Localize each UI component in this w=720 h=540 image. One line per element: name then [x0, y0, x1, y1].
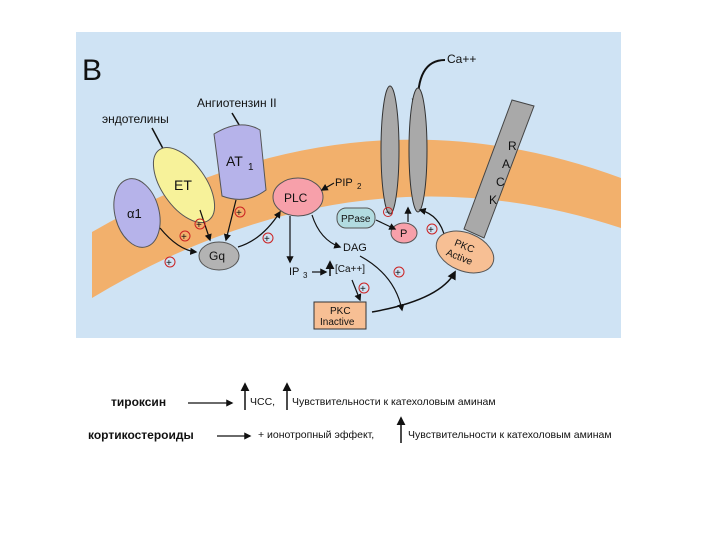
gq-to-plc-arrow [237, 210, 281, 248]
plus-sign-circle-6 [358, 282, 370, 294]
ppase-node [336, 207, 376, 229]
plus-sign-1: + [181, 232, 187, 243]
rack-letter-k: K [489, 193, 497, 207]
p-node [390, 222, 418, 244]
plus-sign-5: + [166, 258, 172, 269]
at1-to-gq-arrow [223, 199, 237, 242]
minus-sign-circle [383, 207, 393, 217]
panel-letter: B [82, 54, 102, 87]
ppase-to-p-arrow [375, 219, 397, 230]
ca-to-pkc-inactive-arrow [351, 279, 362, 302]
plus-sign-2: + [196, 220, 202, 231]
hormone-thyroxine: тироксин [111, 395, 167, 409]
et-receptor-label: ET [174, 177, 192, 193]
alpha1-receptor-label: α1 [127, 206, 142, 221]
alpha1-to-gq-arrow [159, 227, 198, 255]
pip2-label: PIP [335, 177, 353, 189]
rack-letter-r: R [508, 139, 517, 153]
plc-label: PLC [284, 191, 308, 205]
plc-to-dag-arrow [311, 214, 342, 249]
plus-sign-7: + [395, 268, 401, 279]
effect-heart-rate: ЧСС, [250, 396, 276, 408]
at1-receptor-label: AT [226, 153, 243, 169]
at1-receptor [213, 124, 267, 200]
plus-sign-circle-1 [179, 230, 191, 242]
ca-ion-label: Ca++ [447, 52, 476, 66]
plus-sign-4: + [264, 234, 270, 245]
rack-letter-c: C [496, 175, 505, 189]
angiotensin-label: Ангиотензин II [197, 96, 277, 110]
rack-letter-a: A [502, 157, 510, 171]
plus-sign-6: + [360, 284, 366, 295]
plc-node [272, 177, 324, 217]
plus-sign-3: + [236, 208, 242, 219]
plus-sign-circle-5 [164, 256, 176, 268]
plus-sign-circle-7 [393, 266, 405, 278]
ip3-label: IP [289, 266, 299, 278]
pip2-subscript: 2 [357, 182, 362, 191]
ca-channel-right [408, 87, 428, 213]
alpha1-receptor [113, 178, 161, 248]
effect-catecholamine-sensitivity-1: Чувствительности к катехоловым аминам [292, 396, 496, 408]
plus-sign-circle-4 [262, 232, 274, 244]
ca-increase-label: [Ca++] [335, 264, 365, 275]
rack-anchor [463, 99, 535, 239]
plus-sign-circle-2 [194, 218, 206, 230]
pkc-active-node [435, 230, 495, 274]
plus-sign-circle-p [426, 223, 438, 235]
pkc-inactive-to-active-arrow [371, 270, 456, 313]
effect-inotropic: + ионотропный эффект, [258, 429, 375, 441]
dag-to-pkc-inactive-arrow [359, 255, 405, 312]
minus-sign: − [385, 207, 390, 217]
gq-label: Gq [209, 249, 225, 263]
at1-receptor-subscript: 1 [248, 162, 254, 173]
pkc-inactive-line2: Inactive [320, 317, 355, 328]
pkc-inactive-node [313, 301, 367, 330]
plus-sign-p: + [428, 225, 434, 236]
endothelins-label: эндотелины [102, 112, 169, 126]
ca-channel-left [380, 85, 400, 215]
hormone-corticosteroids: кортикостероиды [88, 428, 194, 442]
gq-node [198, 241, 240, 271]
dag-label: DAG [343, 242, 367, 254]
ppase-label: PPase [341, 214, 371, 225]
p-label: P [400, 228, 407, 240]
effect-catecholamine-sensitivity-2: Чувствительности к катехоловым аминам [408, 429, 612, 441]
et-receptor [152, 147, 216, 223]
plus-sign-circle-3 [234, 206, 246, 218]
ip3-subscript: 3 [303, 271, 308, 280]
pip2-to-plc-arrow [320, 182, 335, 191]
pkc-inactive-line1: PKC [330, 306, 351, 317]
